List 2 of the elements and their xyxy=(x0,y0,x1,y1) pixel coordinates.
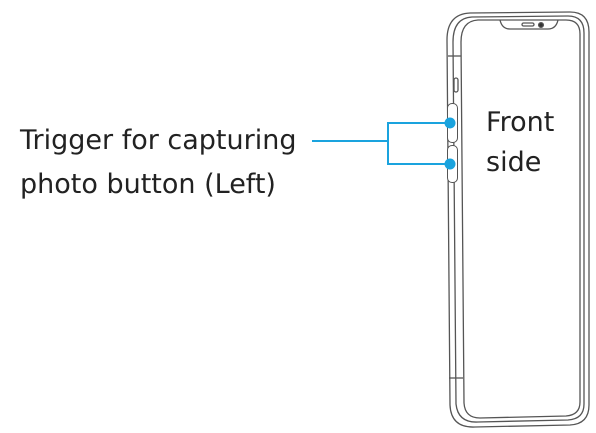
callout-text: Trigger for capturing photo button (Left) xyxy=(20,119,310,207)
screen-label: Front side xyxy=(486,106,556,180)
